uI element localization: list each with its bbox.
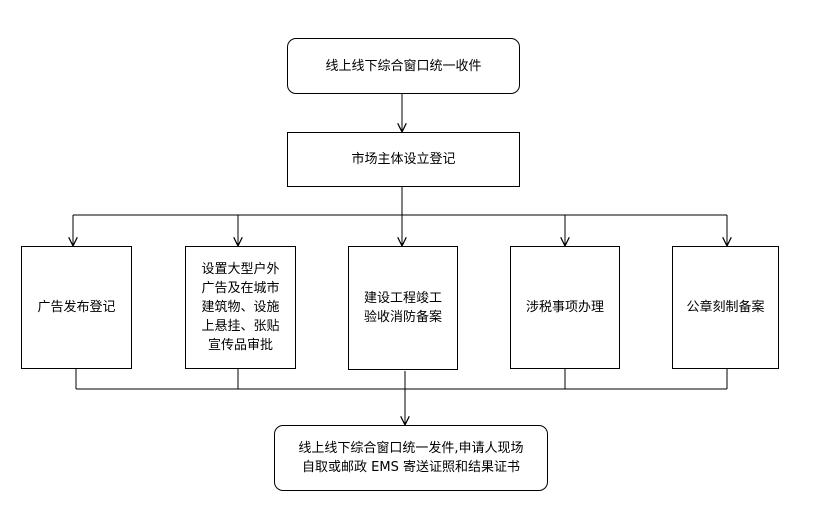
node-branch-2: 设置大型户外 广告及在城市 建筑物、设施 上悬挂、张贴 宣传品审批	[185, 246, 296, 369]
node-deliver-label: 线上线下综合窗口统一发件,申请人现场 自取或邮政 EMS 寄送证照和结果证书	[298, 441, 524, 475]
node-branch-5-label: 公章刻制备案	[686, 300, 765, 315]
node-branch-3: 建设工程竣工 验收消防备案	[348, 246, 458, 370]
node-branch-3-label: 建设工程竣工 验收消防备案	[363, 291, 442, 325]
node-register: 市场主体设立登记	[287, 132, 520, 187]
node-branch-1-label: 广告发布登记	[37, 300, 116, 315]
node-collect-label: 线上线下综合窗口统一收件	[325, 58, 482, 74]
node-register-label: 市场主体设立登记	[351, 152, 456, 167]
node-branch-1: 广告发布登记	[21, 246, 132, 369]
node-collect: 线上线下综合窗口统一收件	[287, 38, 520, 94]
node-branch-2-label: 设置大型户外 广告及在城市 建筑物、设施 上悬挂、张贴 宣传品审批	[201, 262, 280, 353]
node-deliver: 线上线下综合窗口统一发件,申请人现场 自取或邮政 EMS 寄送证照和结果证书	[274, 425, 548, 491]
node-branch-4: 涉税事项办理	[510, 246, 620, 369]
node-branch-5: 公章刻制备案	[672, 246, 779, 369]
node-branch-4-label: 涉税事项办理	[525, 300, 604, 315]
